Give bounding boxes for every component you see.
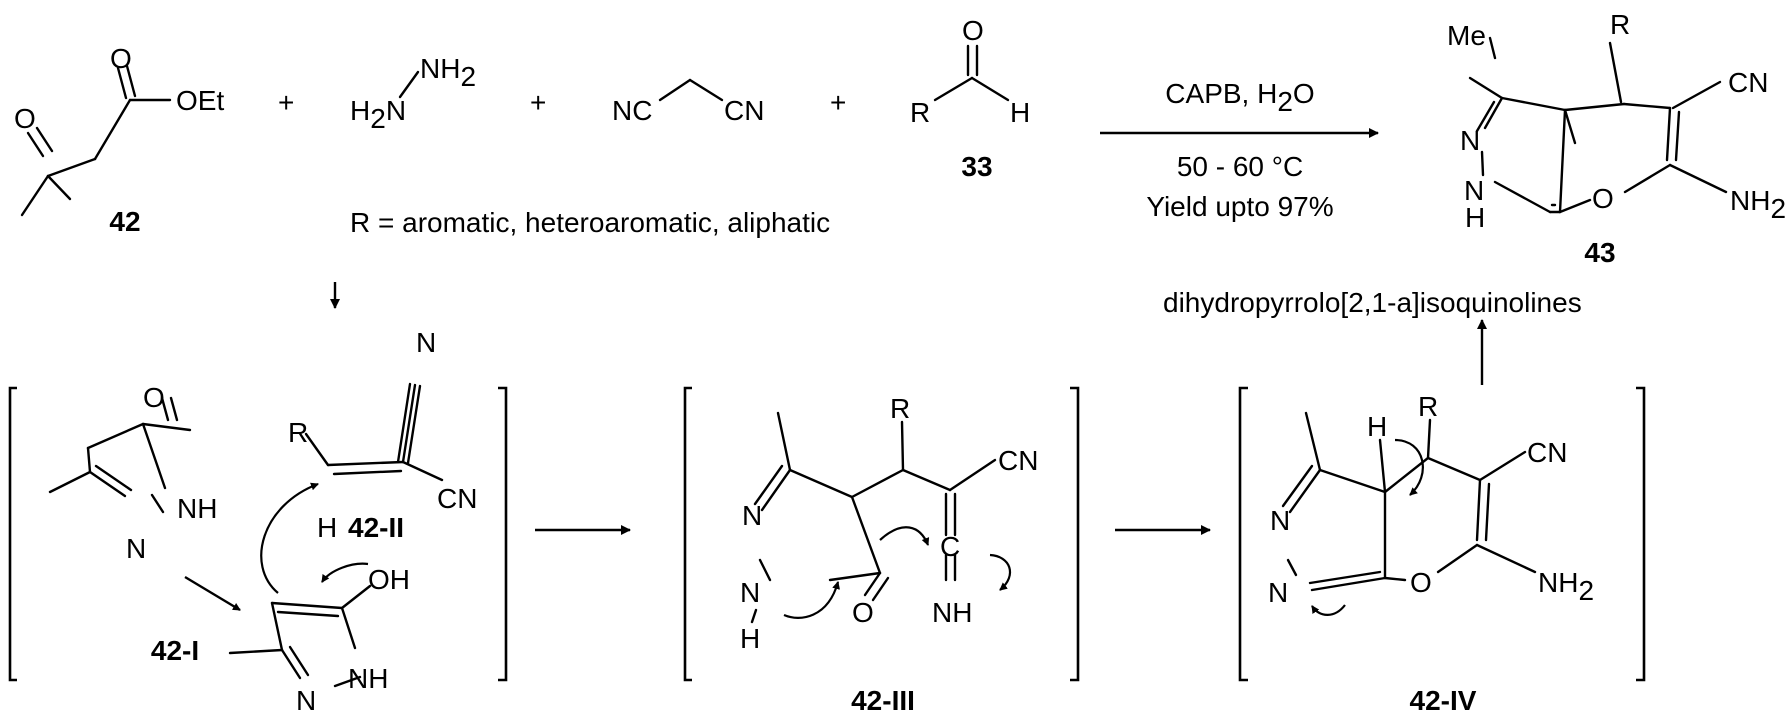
yield-label: Yield upto 97%	[1146, 191, 1333, 222]
cn-label: CN	[1728, 67, 1768, 98]
hydrazine-nh2-label: NH2	[420, 53, 476, 92]
compound-number-42-II: 42-II	[348, 512, 404, 543]
plus-sign: +	[830, 87, 846, 118]
curved-arrow	[879, 526, 930, 546]
curved-arrow	[321, 562, 369, 583]
r-label: R	[288, 417, 308, 448]
cn-label: CN	[724, 95, 764, 126]
n-label: N	[1460, 125, 1480, 156]
curved-arrow	[783, 581, 840, 619]
compound-number-42-I: 42-I	[151, 635, 199, 666]
r-label: R	[890, 393, 910, 424]
compound-43: Me R CN N N H O NH2 43	[1447, 9, 1786, 268]
nh-h-label: H	[740, 623, 760, 654]
r-definition: R = aromatic, heteroaromatic, aliphatic	[350, 207, 830, 238]
ring-o-label: O	[1592, 183, 1614, 214]
intermediate-42-II: R N CN H 42-II	[288, 327, 477, 543]
cn-label: CN	[1527, 437, 1567, 468]
vinyl-h-label: H	[317, 512, 337, 543]
intermediate-42-III: N N H O R CN C NH 42-III	[740, 393, 1038, 716]
nc-label: NC	[612, 95, 652, 126]
bracket-right-1	[498, 386, 508, 682]
tautomer-arrow	[184, 575, 241, 612]
nh-label: NH	[348, 663, 388, 694]
o-label: O	[852, 597, 874, 628]
product-class-label: dihydropyrrolo[2,1-a]isoquinolines	[1163, 287, 1582, 318]
ester-o-label: O	[110, 43, 132, 74]
plus-sign: +	[530, 87, 546, 118]
compound-33: R O H 33	[910, 15, 1030, 182]
aldehyde-o-label: O	[962, 15, 984, 46]
compound-number-33: 33	[961, 151, 992, 182]
cn-label: CN	[437, 483, 477, 514]
o-label: O	[143, 382, 165, 413]
me-label: Me	[1447, 20, 1486, 51]
compound-number-43: 43	[1584, 237, 1615, 268]
bracket-left-2	[683, 386, 692, 682]
nitrile-n-label: N	[416, 327, 436, 358]
cn-label: CN	[998, 445, 1038, 476]
intermediate-42-I: O NH N 42-I	[48, 382, 241, 666]
nh-label: NH	[932, 597, 972, 628]
h-label: H	[1367, 411, 1387, 442]
bracket-right-2	[1070, 386, 1080, 682]
bracket-left-1	[8, 386, 17, 682]
ring-o-label: O	[1410, 567, 1432, 598]
r-label: R	[1610, 9, 1630, 40]
compound-42: O O OEt 42	[14, 43, 224, 237]
nh-label: NH	[177, 493, 217, 524]
bracket-right-3	[1636, 386, 1646, 682]
curved-arrow	[1394, 438, 1424, 496]
reagent-label: CAPB, H2O	[1165, 78, 1314, 117]
n-label: N	[1464, 175, 1484, 206]
n-label: N	[742, 500, 762, 531]
oet-label: OEt	[176, 85, 224, 116]
temperature-label: 50 - 60 °C	[1177, 151, 1303, 182]
nh2-label: NH2	[1730, 185, 1786, 224]
curved-arrow	[989, 553, 1011, 591]
main-reaction-arrow: CAPB, H2O 50 - 60 °C Yield upto 97%	[1100, 78, 1379, 222]
nh2-label: NH2	[1538, 567, 1594, 606]
intermediate-42-IV: N N H R CN O NH2 42-IV	[1268, 391, 1594, 716]
c-label: C	[940, 531, 960, 562]
r-label: R	[1418, 391, 1438, 422]
compound-number-42-III: 42-III	[851, 685, 915, 716]
r-label: R	[910, 97, 930, 128]
curved-arrow	[1311, 604, 1346, 616]
oh-label: OH	[368, 564, 410, 595]
n-label: N	[740, 577, 760, 608]
h2n-h2-label: H2N	[350, 95, 406, 134]
bracket-left-3	[1238, 386, 1248, 682]
compound-number-42: 42	[109, 206, 140, 237]
n-label: N	[126, 533, 146, 564]
plus-sign: +	[278, 87, 294, 118]
n-label: N	[296, 685, 316, 716]
malononitrile: NC CN	[612, 78, 764, 126]
nh-h-label: H	[1465, 202, 1485, 233]
carbonyl-o-label: O	[14, 103, 36, 134]
n-label: N	[1268, 577, 1288, 608]
compound-number-42-IV: 42-IV	[1410, 685, 1477, 716]
aldehyde-h-label: H	[1010, 97, 1030, 128]
n-label: N	[1270, 505, 1290, 536]
hydrazine: H2N NH2	[350, 53, 476, 134]
curved-arrow	[260, 482, 319, 594]
hydroxypyrazole: OH NH N	[228, 564, 410, 716]
